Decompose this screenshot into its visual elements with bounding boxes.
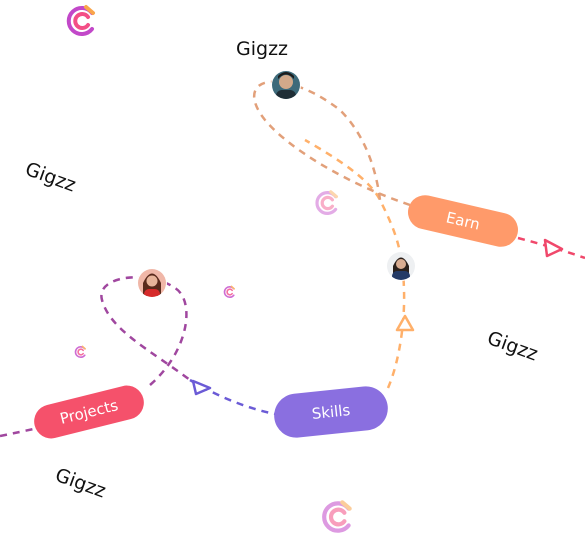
logo-icon <box>66 5 95 36</box>
skills-label: Skills <box>311 401 351 423</box>
brand-word: Gigzz <box>52 464 108 502</box>
earn-pill[interactable]: Earn <box>405 192 522 250</box>
avatar-man <box>271 70 301 100</box>
skills-path <box>189 378 276 416</box>
avatar-woman-red <box>137 268 167 298</box>
projects-pill[interactable]: Projects <box>31 382 148 442</box>
projects-loop-path <box>100 276 191 386</box>
skills-to-earn-path <box>304 138 406 389</box>
avatar-woman-suit <box>386 251 416 281</box>
arrow-up-icon <box>395 314 415 332</box>
brand-word: Gigzz <box>484 327 540 365</box>
brand-word: Gigzz <box>22 158 78 196</box>
logo-icon <box>223 285 236 298</box>
logo-icon <box>322 500 352 533</box>
brand-word: Gigzz <box>236 38 288 60</box>
logo-icon <box>74 345 87 358</box>
skills-pill[interactable]: Skills <box>272 384 390 440</box>
earn-loop-path <box>253 80 411 207</box>
logo-icon <box>315 190 339 215</box>
arrow-right-icon <box>543 238 564 258</box>
projects-path-left <box>0 426 39 438</box>
arrow-right-icon <box>191 379 212 396</box>
